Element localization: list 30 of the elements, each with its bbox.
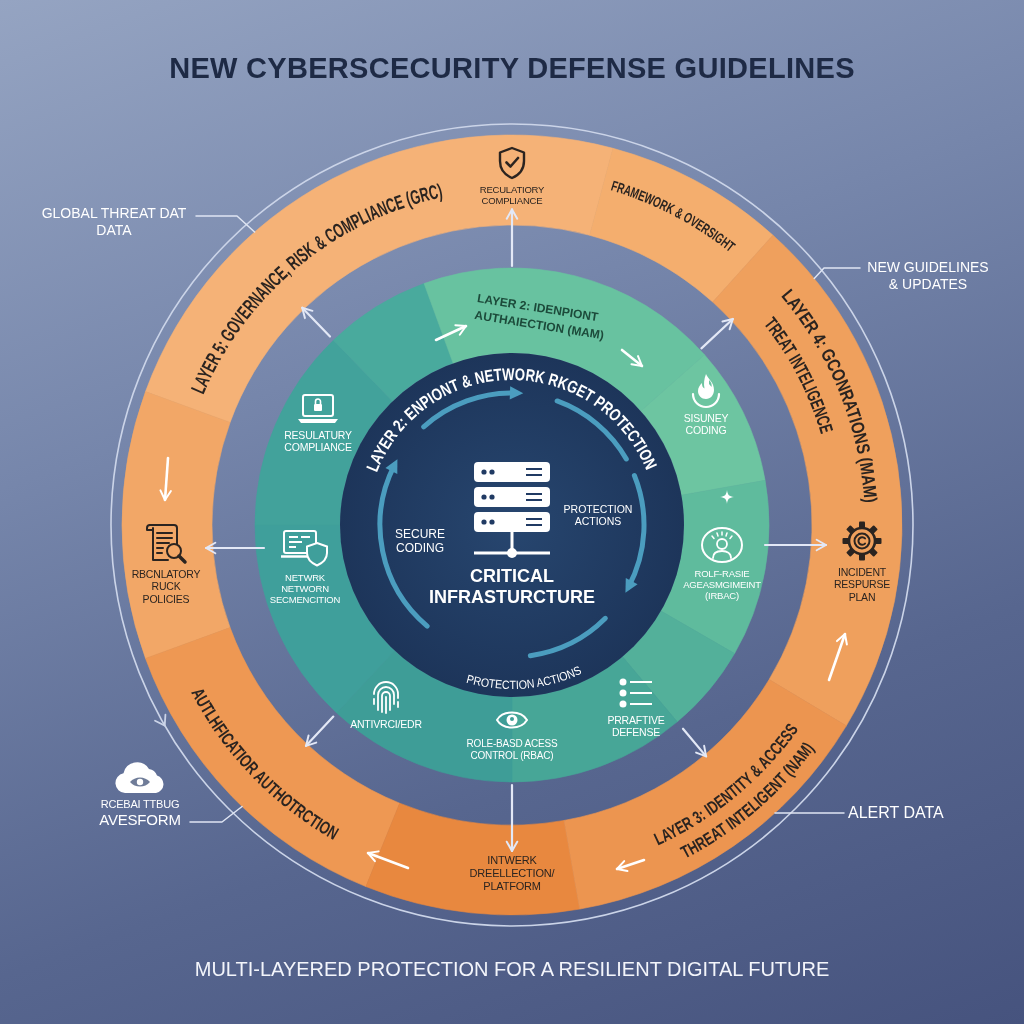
item-label: NETWRK NETWORN SECMENCITION — [268, 572, 342, 606]
arrow — [301, 306, 332, 338]
title: NEW CYBERSCECURITY DEFENSE GUIDELINES — [169, 52, 855, 85]
callout-text: GLOBAL THREAT DAT DATA — [36, 205, 192, 239]
arrow — [505, 208, 519, 268]
leader-line — [813, 267, 861, 280]
item-label: INTWERK DREELLECTION/ PLATFORM — [468, 854, 556, 893]
item-label: ROLF-RASIE AGEASMGIMEINT (IRBAC) — [682, 568, 762, 602]
arrow — [304, 715, 335, 747]
item-label: INCIDENT RESPURSE PLAN — [832, 566, 892, 604]
arrow — [763, 538, 828, 552]
leader-line — [189, 805, 243, 823]
arrow — [505, 783, 519, 853]
item-label: RECULATIORY COMPLIANCE — [478, 184, 546, 207]
callout-text: NEW GUIDELINES & UPDATES — [864, 259, 992, 293]
arrow — [204, 541, 266, 555]
item-label: ANTIVRCI/EDR — [350, 718, 422, 731]
leader-line — [195, 215, 256, 233]
callout-text: RCEBAI TTBUG — [100, 798, 180, 811]
callout-text: AVESFORM — [99, 810, 181, 829]
item-label: RBCNLATORY RUCK POLICIES — [130, 568, 202, 606]
caption: MULTI-LAYERED PROTECTION FOR A RESILIENT DIGITAL FUTURE — [194, 958, 830, 981]
arrow — [700, 317, 734, 350]
item-label: ROLE-BASD ACESS CONTROL (RBAC) — [465, 738, 559, 762]
item-label: PRRAFTIVE DEFENSE — [606, 714, 666, 739]
callout-text: ALERT DATA — [848, 803, 944, 823]
item-label: SISUNEY CODING — [682, 412, 730, 437]
item-label: RESULATURY COMPLIANCE — [283, 429, 353, 454]
arrow — [681, 727, 708, 758]
leader-line — [774, 812, 845, 814]
